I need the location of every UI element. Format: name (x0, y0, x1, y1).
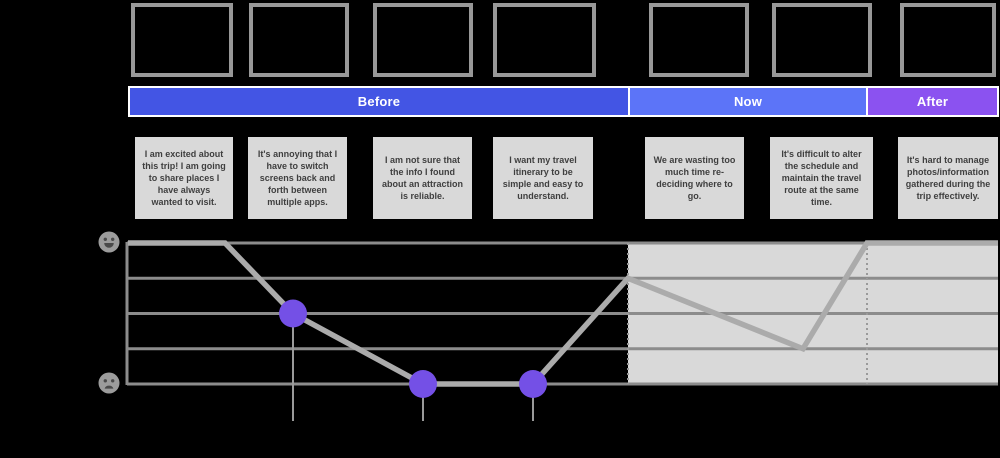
quote-text: We are wasting too much time re-deciding… (653, 154, 736, 202)
quote-card: It's difficult to alter the schedule and… (770, 137, 873, 219)
photo-placeholder (249, 3, 349, 77)
photo-placeholder (772, 3, 872, 77)
photo-placeholder (649, 3, 749, 77)
phase-now: Now (630, 88, 866, 115)
phase-before-label: Before (357, 94, 401, 109)
photo-placeholder (493, 3, 596, 77)
pain-point-dot (519, 370, 547, 398)
phase-timeline: Before Now After (128, 86, 999, 117)
quote-card: We are wasting too much time re-deciding… (645, 137, 744, 219)
photo-placeholder (131, 3, 233, 77)
phase-before: Before (130, 88, 628, 115)
photo-placeholder (900, 3, 996, 77)
quote-card: I am not sure that the info I found abou… (373, 137, 472, 219)
emotion-curve (128, 240, 998, 387)
quote-card: It's annoying that I have to switch scre… (248, 137, 347, 219)
quote-text: It's annoying that I have to switch scre… (257, 148, 338, 208)
happy-face-icon (98, 231, 120, 253)
now-after-shaded-region (628, 243, 998, 384)
pain-point-dot (409, 370, 437, 398)
quote-text: I am excited about this trip! I am going… (142, 148, 226, 208)
phase-after: After (868, 88, 997, 115)
quote-card: I want my travel itinerary to be simple … (493, 137, 593, 219)
pain-point-dot (279, 299, 307, 328)
quote-text: It's difficult to alter the schedule and… (781, 148, 862, 208)
phase-now-label: Now (733, 94, 763, 109)
quote-text: It's hard to manage photos/information g… (905, 154, 991, 202)
quote-card: I am excited about this trip! I am going… (135, 137, 233, 219)
sad-face-icon (98, 372, 120, 394)
quote-text: I am not sure that the info I found abou… (381, 154, 463, 202)
quote-text: I want my travel itinerary to be simple … (502, 154, 584, 202)
photo-placeholder (373, 3, 473, 77)
quote-card: It's hard to manage photos/information g… (898, 137, 998, 219)
phase-after-label: After (916, 94, 949, 109)
